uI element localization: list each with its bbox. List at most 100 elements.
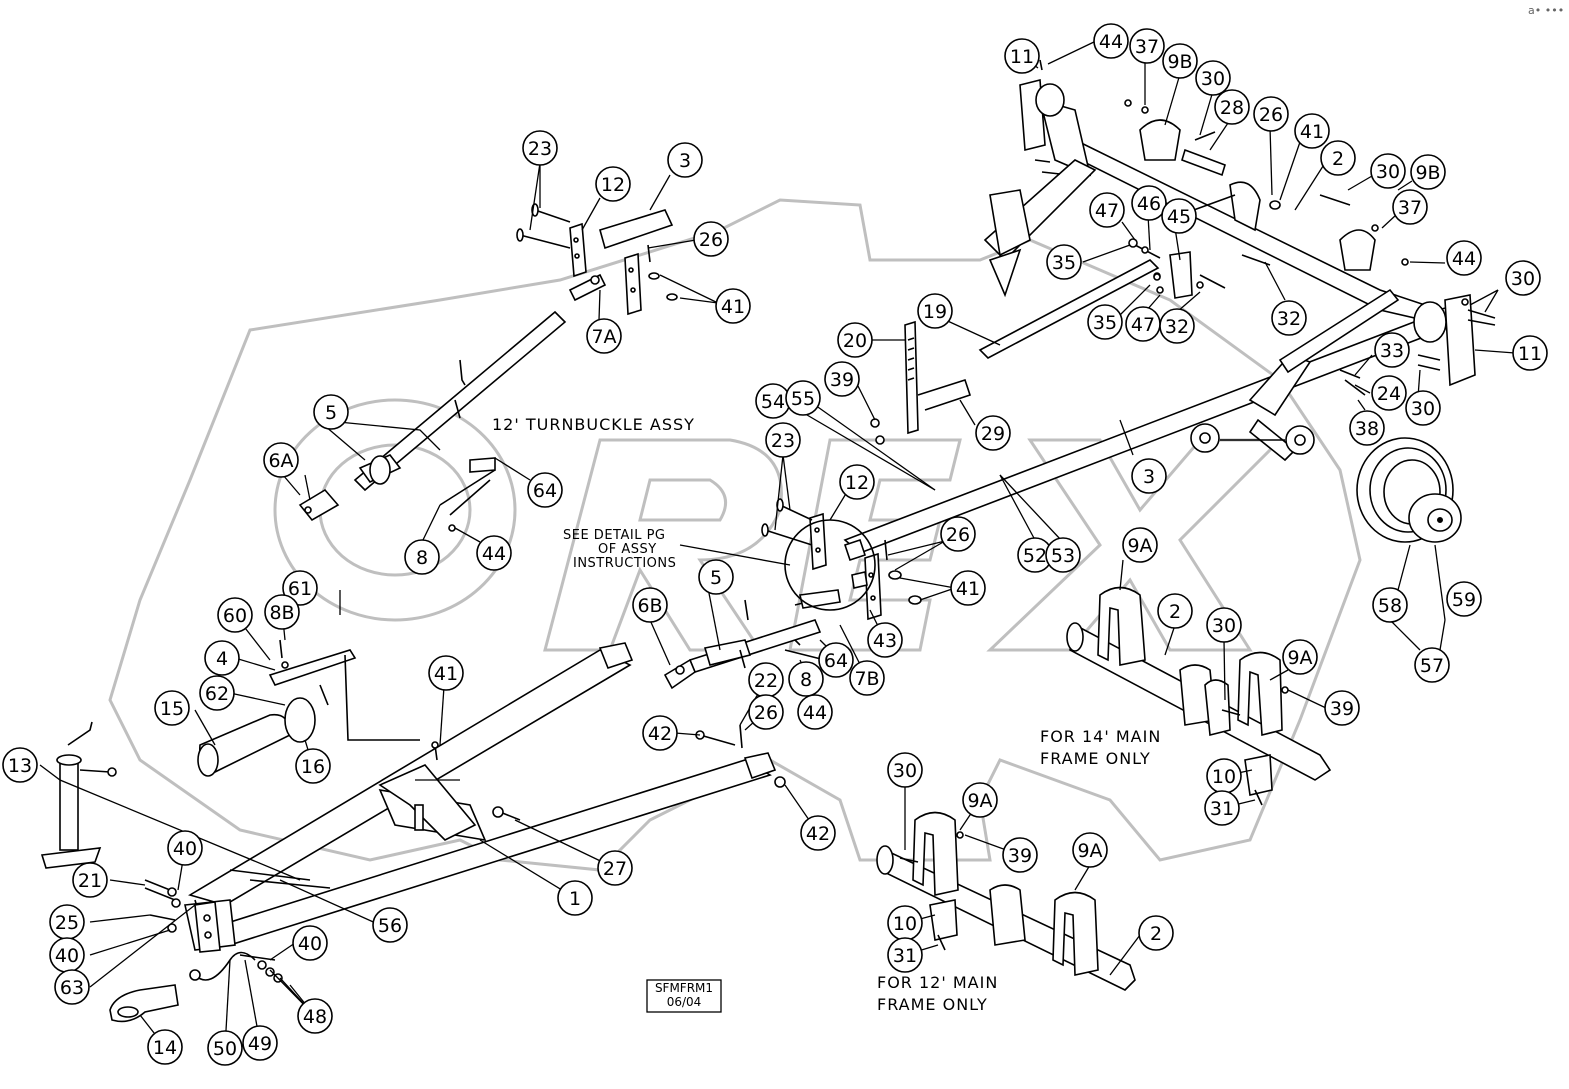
callout-circle xyxy=(1002,837,1038,873)
callout-number: 7B xyxy=(854,668,879,690)
callout-7A: 7A xyxy=(586,318,622,354)
callout-circle xyxy=(1349,410,1385,446)
callout-circle xyxy=(204,640,240,676)
callout-number: 32 xyxy=(1277,308,1301,330)
frame14-note-line2: FRAME ONLY xyxy=(1040,749,1151,768)
lower-turnbuckle xyxy=(663,589,841,690)
callout-circle xyxy=(1087,304,1123,340)
callout-number: 57 xyxy=(1420,655,1444,677)
callout-56: 56 xyxy=(372,907,408,943)
callout-circle xyxy=(1271,300,1307,336)
callout-number: 41 xyxy=(721,296,745,318)
callout-33: 33 xyxy=(1374,332,1410,368)
callout-12: 12 xyxy=(839,464,875,500)
callout-circle xyxy=(1046,244,1082,280)
callout-26: 26 xyxy=(1253,96,1289,132)
callout-number: 16 xyxy=(301,756,325,778)
callout-number: 56 xyxy=(378,915,402,937)
callout-number: 45 xyxy=(1167,206,1191,228)
callout-number: 6B xyxy=(637,595,662,617)
callout-number: 8 xyxy=(800,669,812,691)
callout-circle xyxy=(167,830,203,866)
callout-circle xyxy=(667,142,703,178)
callout-number: 44 xyxy=(482,543,506,565)
callout-number: 39 xyxy=(1008,845,1032,867)
callout-circle xyxy=(1512,335,1548,371)
callout-number: 47 xyxy=(1131,314,1155,336)
callout-number: 30 xyxy=(1511,268,1535,290)
callout-circle xyxy=(199,675,235,711)
callout-circle xyxy=(1161,198,1197,234)
callout-23: 23 xyxy=(765,422,801,458)
corner-mark: a• ••• xyxy=(1528,4,1564,17)
callout-number: 9B xyxy=(1167,51,1192,73)
callout-circle xyxy=(297,998,333,1034)
callout-circle xyxy=(642,715,678,751)
callout-25: 25 xyxy=(49,904,85,940)
callout-4: 4 xyxy=(204,640,240,676)
callout-circle xyxy=(765,422,801,458)
callout-circle xyxy=(217,597,253,633)
callout-circle xyxy=(1162,43,1198,79)
callout-15: 15 xyxy=(154,690,190,726)
callout-circle xyxy=(54,969,90,1005)
callout-circle xyxy=(887,937,923,973)
upper-mount xyxy=(516,203,678,316)
callout-circle xyxy=(522,130,558,166)
callout-number: 30 xyxy=(1212,615,1236,637)
callout-number: 2 xyxy=(1332,148,1344,170)
callout-44: 44 xyxy=(1093,23,1129,59)
callout-circle xyxy=(1505,260,1541,296)
callout-number: 9A xyxy=(1127,535,1152,557)
callout-9B: 9B xyxy=(1410,154,1446,190)
callout-53: 53 xyxy=(1045,537,1081,573)
callout-circle xyxy=(1206,607,1242,643)
callout-41: 41 xyxy=(715,288,751,324)
callout-35: 35 xyxy=(1046,244,1082,280)
callout-number: 64 xyxy=(533,480,557,502)
callout-45: 45 xyxy=(1161,198,1197,234)
callout-61: 61 xyxy=(282,570,318,606)
callout-number: 32 xyxy=(1165,316,1189,338)
callout-number: 41 xyxy=(956,578,980,600)
frame12-note-line1: FOR 12' MAIN xyxy=(877,973,998,992)
callout-circle xyxy=(1072,832,1108,868)
callout-number: 33 xyxy=(1380,340,1404,362)
callout-3: 3 xyxy=(1131,458,1167,494)
callout-number: 23 xyxy=(528,138,552,160)
callout-6A: 6A xyxy=(263,442,299,478)
callout-circle xyxy=(1282,639,1318,675)
callout-circle xyxy=(597,850,633,886)
callout-9B: 9B xyxy=(1162,43,1198,79)
callout-number: 25 xyxy=(55,912,79,934)
callout-30: 30 xyxy=(1206,607,1242,643)
callout-circle xyxy=(1324,690,1360,726)
callout-circle xyxy=(207,1030,243,1066)
callout-circle xyxy=(1045,537,1081,573)
callout-circle xyxy=(837,322,873,358)
callout-circle xyxy=(698,559,734,595)
callout-30: 30 xyxy=(1405,390,1441,426)
callout-circle xyxy=(1214,89,1250,125)
callout-55: 55 xyxy=(785,380,821,416)
callout-number: 40 xyxy=(298,933,322,955)
callout-circle xyxy=(527,472,563,508)
callout-number: 1 xyxy=(569,888,581,910)
callout-number: 42 xyxy=(806,823,830,845)
callout-39: 39 xyxy=(824,361,860,397)
callout-circle xyxy=(962,782,998,818)
callout-circle xyxy=(800,815,836,851)
callout-number: 42 xyxy=(648,723,672,745)
callout-number: 21 xyxy=(78,870,102,892)
callout-number: 10 xyxy=(893,913,917,935)
callout-circle xyxy=(1405,390,1441,426)
callout-circle xyxy=(1320,140,1356,176)
callout-26: 26 xyxy=(693,221,729,257)
callout-54: 54 xyxy=(755,383,791,419)
callout-49: 49 xyxy=(242,1025,278,1061)
callout-24: 24 xyxy=(1371,375,1407,411)
turnbuckle-label: 12' TURNBUCKLE ASSY xyxy=(492,415,695,434)
callout-number: 24 xyxy=(1377,383,1401,405)
